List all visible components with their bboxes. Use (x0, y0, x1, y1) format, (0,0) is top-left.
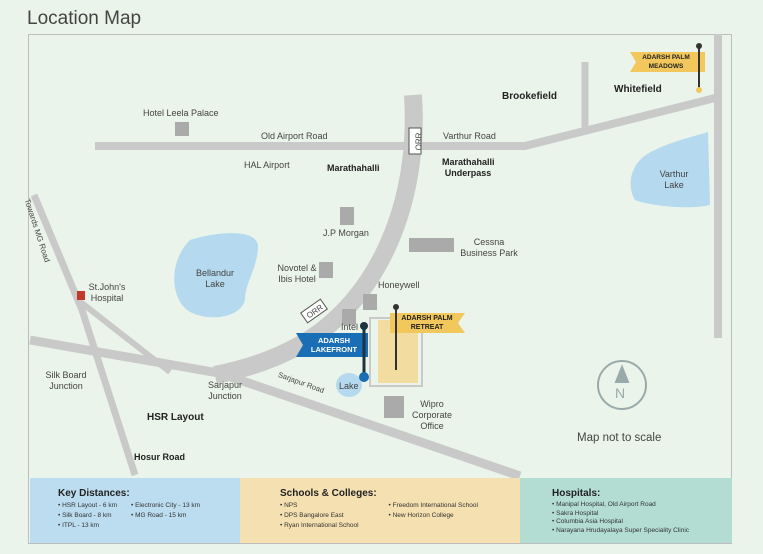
roads (29, 34, 722, 481)
novotel-icon (319, 262, 333, 278)
map-not-to-scale: Map not to scale (577, 432, 662, 444)
cessna-icon (409, 238, 454, 252)
distance-item: • ITPL - 13 km (58, 522, 100, 529)
flag-label-meadows: ADARSH PALM MEADOWS (642, 54, 690, 70)
page-title: Location Map (27, 8, 142, 29)
label-intel: Intel (341, 322, 359, 332)
key-distances-panel: Key Distances: • HSR Layout - 6 km • Sil… (30, 478, 240, 543)
school-item: • New Horizon College (388, 512, 454, 519)
compass-icon (597, 360, 647, 410)
key-distances-title: Key Distances: (58, 488, 130, 499)
towards-mg-road (30, 193, 139, 477)
schools-title: Schools & Colleges: (280, 488, 377, 499)
hospitals-panel: Hospitals: • Manipal Hospital, Old Airpo… (520, 478, 732, 543)
label-cessna: Cessna Business Park (460, 237, 518, 258)
distance-item: • Electronic City - 13 km (131, 502, 201, 509)
flags (296, 43, 705, 382)
varthur-lake (630, 132, 710, 208)
label-marathahalli-underpass: Marathahalli Underpass (442, 157, 495, 178)
label-wipro: Wipro Corporate Office (411, 399, 453, 431)
label-brookefield: Brookefield (502, 91, 558, 102)
retreat-flag (390, 313, 465, 333)
map-frame (28, 34, 732, 544)
silk-board-road (29, 335, 231, 380)
lakefront-flag (296, 333, 368, 357)
distance-item: • Silk Board - 8 km (58, 512, 112, 519)
flag-label-lakefront: ADARSH LAKEFRONT (310, 336, 358, 354)
label-varthur-road: Varthur Road (443, 131, 496, 141)
meadows-flag (630, 52, 705, 72)
label-old-airport-road: Old Airport Road (261, 131, 328, 141)
hospitals-title: Hospitals: (552, 488, 601, 499)
hospital-item: • Sakra Hospital (552, 509, 599, 517)
hotel-leela-icon (175, 122, 189, 136)
label-sarjapur-junction: Sarjapur Junction (207, 380, 243, 401)
orr-road (213, 94, 423, 384)
label-jp-morgan: J.P Morgan (323, 228, 369, 238)
compass-n: N (615, 385, 626, 401)
label-bellandur-lake: Bellandur Lake (195, 268, 235, 289)
label-whitefield: Whitefield (614, 84, 662, 95)
hospital-item: • Manipal Hospital, Old Airport Road (552, 501, 656, 508)
school-item: • Ryan International School (280, 522, 359, 529)
label-novotel: Novotel & Ibis Hotel (277, 263, 317, 284)
bellandur-lake (174, 233, 258, 318)
label-st-johns: St.John's Hospital (88, 282, 126, 303)
label-hotel-leela: Hotel Leela Palace (143, 108, 219, 118)
label-hsr-layout: HSR Layout (147, 412, 204, 423)
building-icons (77, 122, 454, 418)
honeywell-icon (363, 294, 377, 310)
school-item: • Freedom International School (388, 502, 478, 509)
orr-shields (300, 127, 422, 324)
hospital-item: • Columbia Asia Hospital (552, 518, 623, 525)
wipro-icon (384, 396, 404, 418)
water-bodies (174, 132, 710, 397)
label-honeywell: Honeywell (378, 280, 420, 290)
hospital-icon (77, 291, 85, 300)
label-orr-top: ORR (414, 132, 424, 151)
intel-icon (342, 309, 356, 325)
label-varthur-lake: Varthur Lake (659, 169, 689, 190)
distance-item: • MG Road - 15 km (131, 512, 187, 519)
label-lake: Lake (339, 381, 359, 391)
flag-label-retreat: ADARSH PALM RETREAT (401, 315, 453, 331)
small-lake (336, 373, 362, 397)
distance-item: • HSR Layout - 6 km (58, 502, 117, 509)
schools-panel: Schools & Colleges: • NPS • DPS Bangalor… (240, 478, 520, 543)
jp-morgan-icon (340, 207, 354, 225)
label-silk-board: Silk Board Junction (45, 370, 87, 391)
label-hosur-road: Hosur Road (134, 452, 186, 462)
school-item: • DPS Bangalore East (280, 512, 344, 519)
school-item: • NPS (280, 502, 298, 509)
sarjapur-road (223, 370, 522, 481)
label-hal-airport: HAL Airport (244, 160, 290, 170)
hospital-item: • Narayana Hrudayalaya Super Speciality … (552, 526, 690, 534)
label-marathahalli: Marathahalli (327, 163, 380, 173)
old-airport-road (95, 94, 716, 150)
